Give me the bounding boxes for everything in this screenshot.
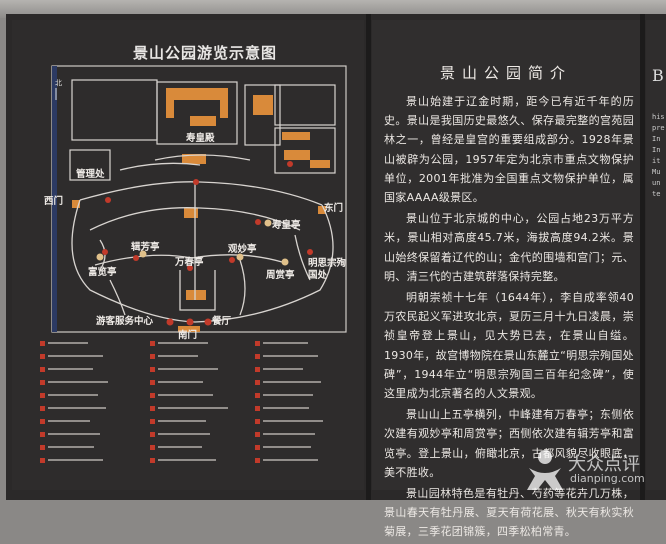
legend-column: [255, 338, 350, 468]
label-jifang-pavilion: 辑芳亭: [131, 242, 160, 253]
label-wanchun-pavilion: 万春亭: [175, 257, 204, 268]
north-compounds: [69, 79, 336, 181]
label-management: 管理处: [76, 169, 105, 180]
dianping-logo-icon: [527, 450, 563, 490]
label-fulan-pavilion: 富览亭: [88, 267, 117, 278]
label-east-gate: 东门: [324, 203, 344, 214]
legend-column: [40, 338, 135, 468]
map-title: 景山公园游览示意图: [132, 44, 277, 62]
panel-divider: [640, 14, 645, 500]
wall-background: [0, 0, 666, 18]
buildings: [72, 88, 330, 332]
pavilions: [96, 219, 289, 266]
label-guanmiao-pavilion: 观妙亭: [228, 244, 257, 255]
park-map: 北: [51, 65, 347, 333]
label-chongzhen-site: 明思宗殉国处: [308, 258, 347, 281]
label-shouhuang-hall: 寿皇殿: [186, 133, 215, 144]
watermark-url: dianping.com: [570, 472, 645, 485]
intro-panel: [372, 20, 640, 490]
intro-paragraph: 景山山上五亭横列，中峰建有万春亭；东侧依次建有观妙亭和周赏亭；西侧依次建有辑芳亭…: [384, 408, 634, 479]
english-panel: [646, 20, 666, 490]
roads: [71, 154, 334, 323]
legend-column: [150, 338, 245, 468]
intro-paragraph: 景山园林特色是有牡丹、芍药等花卉几万株，景山春天有牡丹展、夏天有荷花展、秋天有秋…: [384, 487, 634, 539]
english-panel-initial: B: [652, 66, 664, 85]
panel-divider: [366, 14, 371, 500]
label-restaurant: 餐厅: [212, 316, 232, 327]
map-legend: [40, 338, 340, 483]
west-river: [52, 66, 57, 332]
label-zhoushang-pavilion: 周赏亭: [266, 270, 295, 281]
intro-paragraph: 景山始建于辽金时期，距今已有近千年的历史。景山是我国历史最悠久、保存最完整的宫苑…: [384, 95, 634, 205]
intro-paragraph: 景山位于北京城的中心，公园占地23万平方米，景山相对高度45.7米，海拔高度94…: [384, 212, 634, 283]
label-shouhuang-pavilion: 寿皇亭: [272, 220, 301, 231]
watermark-text: 大众点评: [568, 454, 640, 475]
label-visitor-center: 游客服务中心: [96, 316, 154, 327]
intro-title: 景山公园简介: [439, 64, 572, 82]
label-west-gate: 西门: [44, 196, 64, 207]
intro-paragraph: 明朝崇祯十七年（1644年），李自成率领40万农民起义军进攻北京，夏历三月十九日…: [384, 291, 634, 401]
label-south-gate: 南门: [178, 330, 198, 341]
north-arrow: 北: [55, 79, 62, 87]
points-of-interest: [102, 161, 313, 326]
